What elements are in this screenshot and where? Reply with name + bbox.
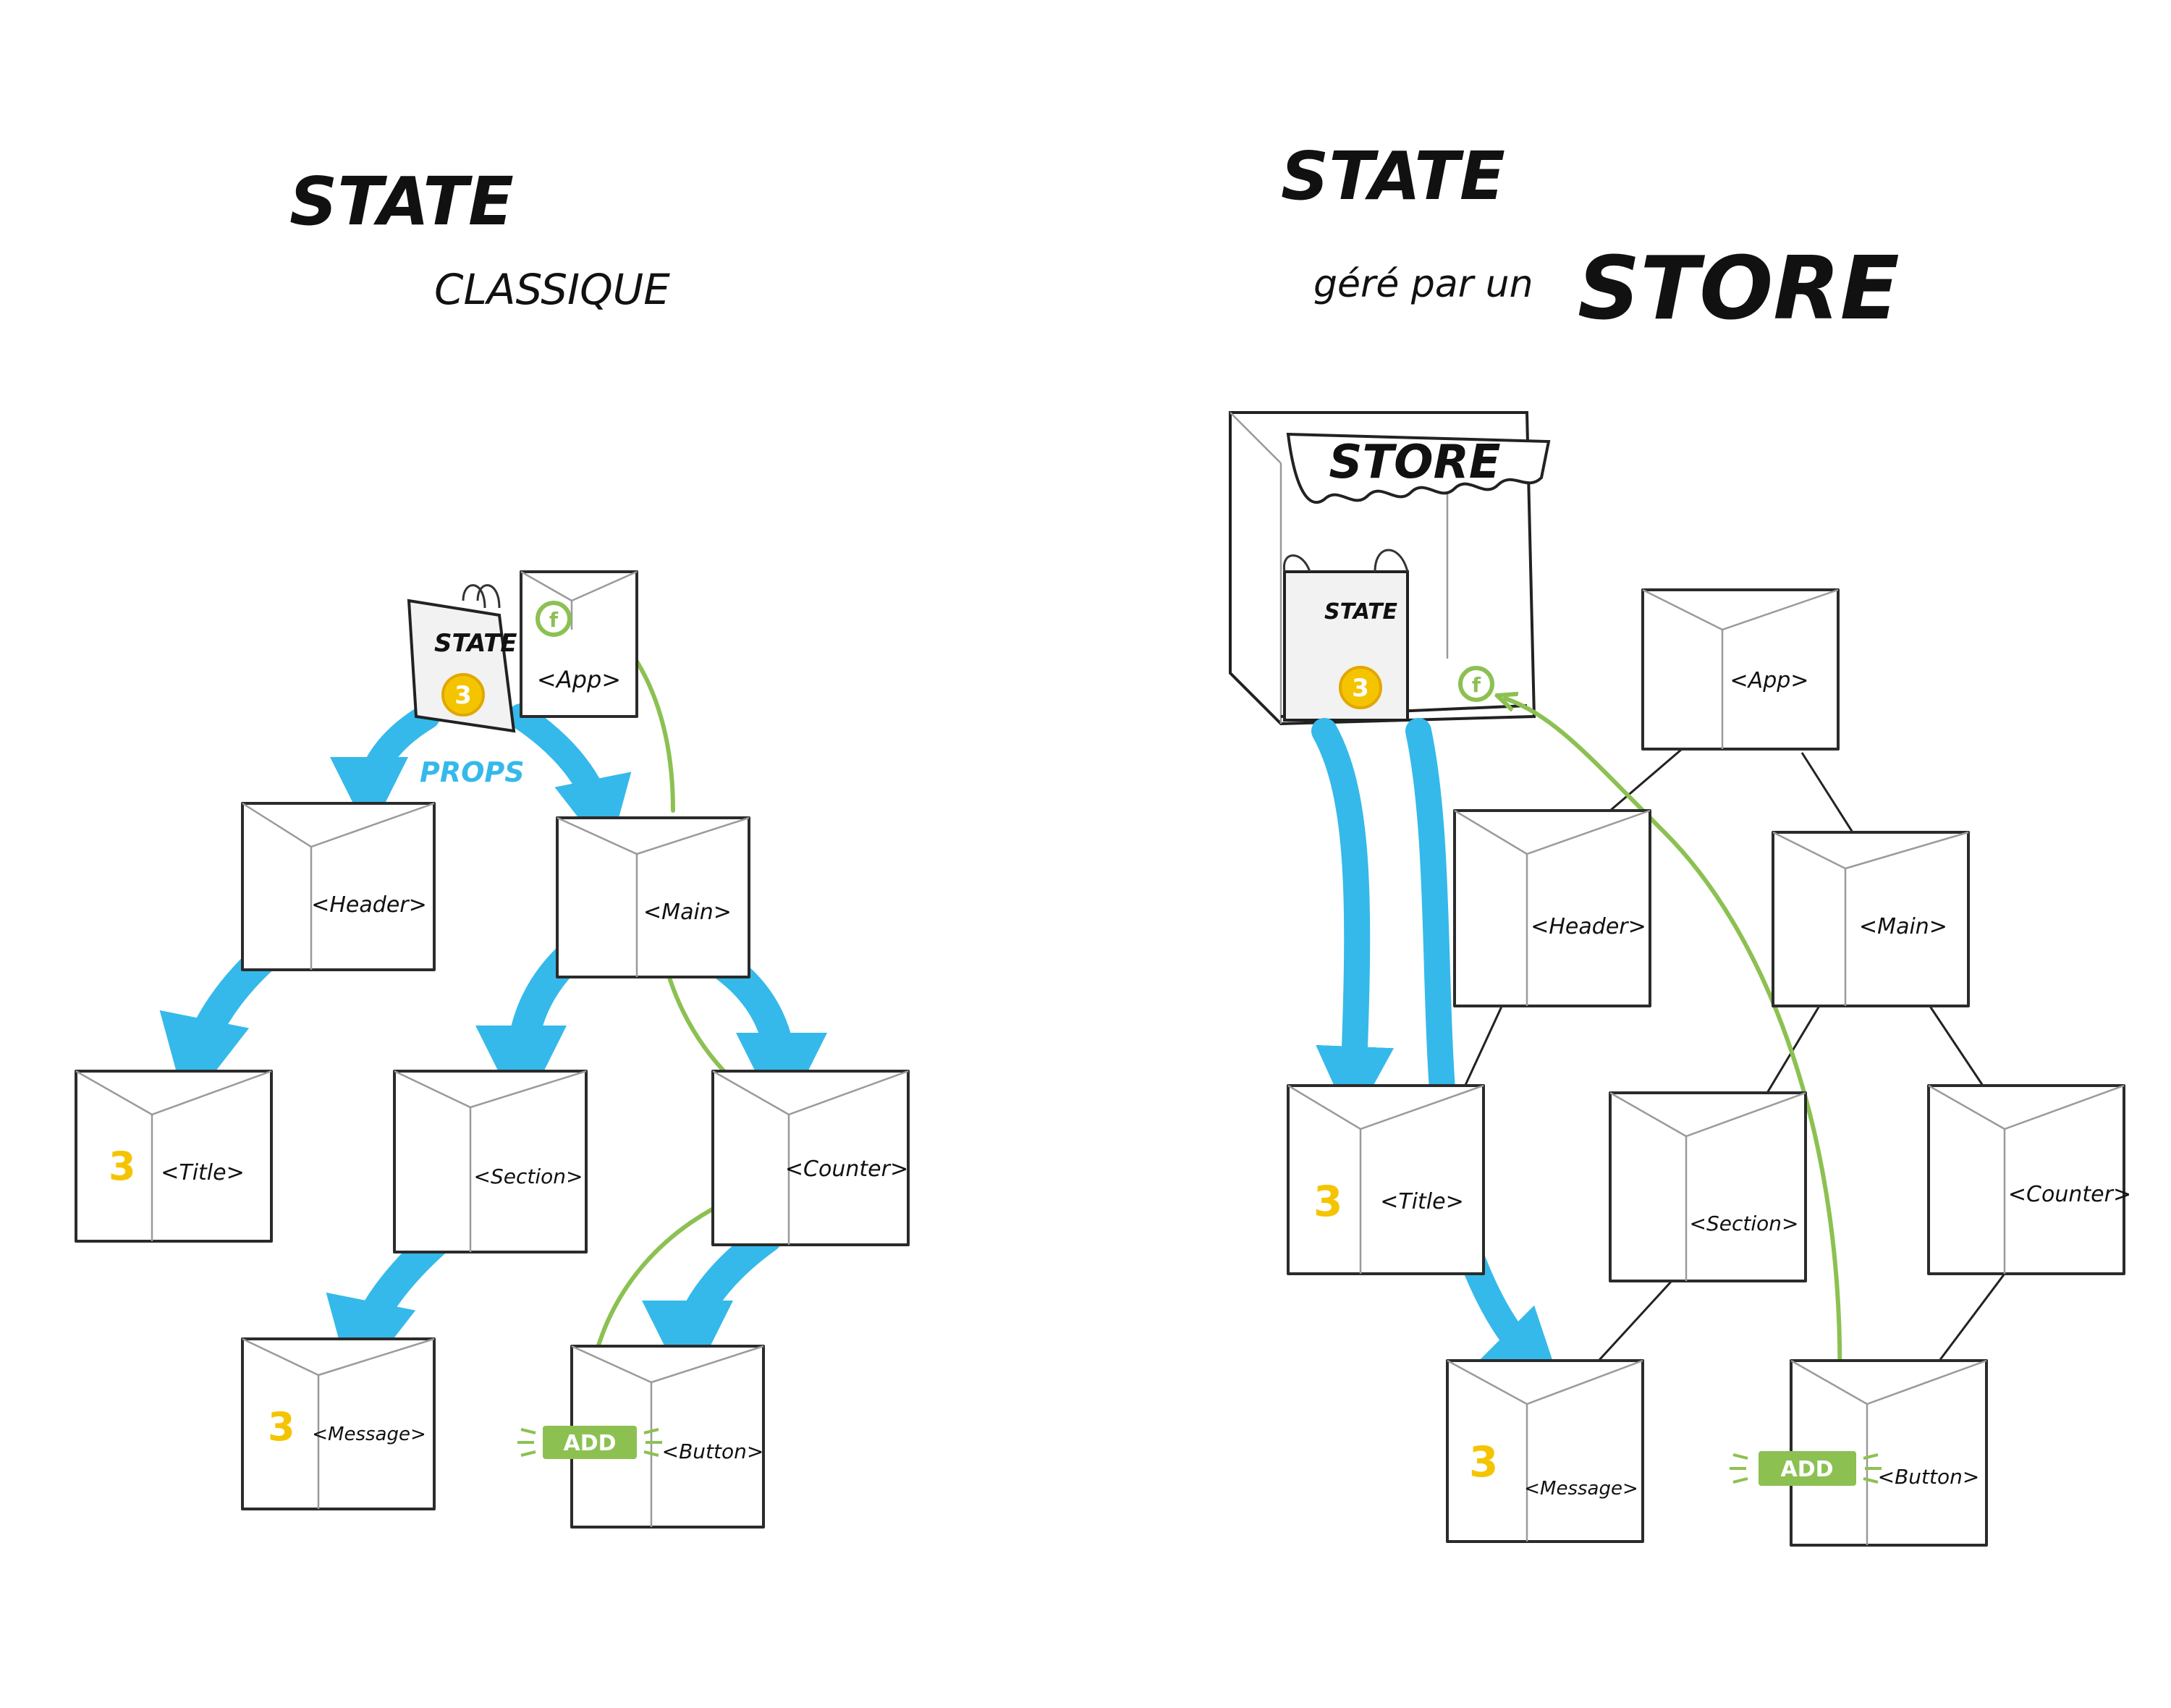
store-message-value: 3 bbox=[1469, 1437, 1498, 1487]
right-subtitle-store: STORE bbox=[1578, 239, 1900, 339]
left-panel: STATE CLASSIQUE PROPS <App> f STAT bbox=[75, 163, 910, 1529]
store-section-label: <Section> bbox=[1690, 1212, 1799, 1235]
store-header-box: <Header> bbox=[1453, 809, 1651, 1007]
func-badge-label: f bbox=[549, 608, 559, 632]
title-box: 3 <Title> bbox=[75, 1070, 273, 1243]
header-label: <Header> bbox=[311, 892, 427, 918]
message-box: 3 <Message> bbox=[241, 1337, 436, 1510]
store-props-to-title bbox=[1311, 718, 1395, 1125]
app-box: <App> f bbox=[520, 570, 638, 718]
button-label: <Button> bbox=[662, 1439, 764, 1463]
store-message-label: <Message> bbox=[1524, 1478, 1638, 1500]
store-counter-box: <Counter> bbox=[1927, 1084, 2131, 1275]
button-box: <Button> bbox=[570, 1345, 765, 1529]
tree-line-counter-button bbox=[1938, 1273, 2006, 1361]
state-value-coin bbox=[441, 673, 485, 716]
store-main-label: <Main> bbox=[1859, 914, 1947, 939]
title-value: 3 bbox=[109, 1143, 136, 1189]
right-panel: STATE géré par un STORE STORE STATE 3 bbox=[1229, 138, 2131, 1547]
state-bag: STATE 3 bbox=[407, 584, 517, 733]
store-func-badge-label: f bbox=[1472, 673, 1481, 697]
header-box: <Header> bbox=[241, 802, 436, 971]
state-bag-label: STATE bbox=[434, 629, 517, 658]
app-label: <App> bbox=[537, 666, 621, 693]
store-app-label: <App> bbox=[1730, 668, 1809, 693]
add-button[interactable]: ADD bbox=[517, 1426, 662, 1459]
props-arrow-counter-button bbox=[642, 1222, 782, 1392]
store-app-box: <App> bbox=[1641, 588, 1840, 751]
props-arrow-app-header bbox=[330, 703, 440, 835]
tree-line-header-title bbox=[1460, 998, 1507, 1094]
left-subtitle: CLASSIQUE bbox=[434, 265, 670, 314]
counter-box: <Counter> bbox=[711, 1070, 910, 1246]
left-title: STATE bbox=[289, 163, 514, 240]
message-value: 3 bbox=[268, 1404, 295, 1450]
store-state-value-coin bbox=[1339, 666, 1382, 709]
store-title-box: 3 <Title> bbox=[1287, 1084, 1485, 1275]
counter-label: <Counter> bbox=[785, 1157, 908, 1182]
store-add-button[interactable]: ADD bbox=[1730, 1451, 1882, 1486]
tree-line-main-counter bbox=[1924, 998, 1984, 1086]
func-badge bbox=[536, 601, 572, 637]
store-state-bag: STATE 3 bbox=[1282, 549, 1409, 722]
store-callback-arrow bbox=[1505, 698, 1842, 1432]
message-label: <Message> bbox=[312, 1424, 426, 1445]
store-add-button-label: ADD bbox=[1780, 1457, 1833, 1482]
add-button-label: ADD bbox=[563, 1431, 616, 1456]
store-section-box: <Section> bbox=[1609, 1091, 1807, 1282]
store-title-value: 3 bbox=[1313, 1177, 1342, 1226]
store-main-box: <Main> bbox=[1772, 831, 1970, 1007]
main-box: <Main> bbox=[556, 816, 750, 978]
tree-line-section-message bbox=[1591, 1280, 1673, 1369]
store-state-bag-label: STATE bbox=[1324, 599, 1398, 625]
store-sign: STORE bbox=[1329, 436, 1500, 489]
section-label: <Section> bbox=[474, 1164, 583, 1188]
store-header-label: <Header> bbox=[1531, 914, 1646, 939]
section-box: <Section> bbox=[393, 1070, 588, 1253]
store-button-label: <Button> bbox=[1878, 1465, 1980, 1489]
props-label: PROPS bbox=[420, 756, 525, 788]
title-label: <Title> bbox=[161, 1160, 245, 1185]
store-title-label: <Title> bbox=[1380, 1189, 1464, 1214]
props-arrow-app-main bbox=[508, 703, 632, 856]
store-func-badge: f bbox=[1458, 666, 1494, 702]
store-state-value: 3 bbox=[1352, 674, 1369, 703]
tree-line-app-main bbox=[1800, 752, 1854, 833]
store-message-box: 3 <Message> bbox=[1446, 1359, 1644, 1543]
right-subtitle-prefix: géré par un bbox=[1313, 263, 1533, 306]
right-title: STATE bbox=[1281, 138, 1505, 215]
store-awning bbox=[1286, 432, 1551, 504]
store-counter-label: <Counter> bbox=[2008, 1182, 2131, 1207]
state-value: 3 bbox=[454, 681, 472, 710]
main-label: <Main> bbox=[643, 900, 732, 925]
